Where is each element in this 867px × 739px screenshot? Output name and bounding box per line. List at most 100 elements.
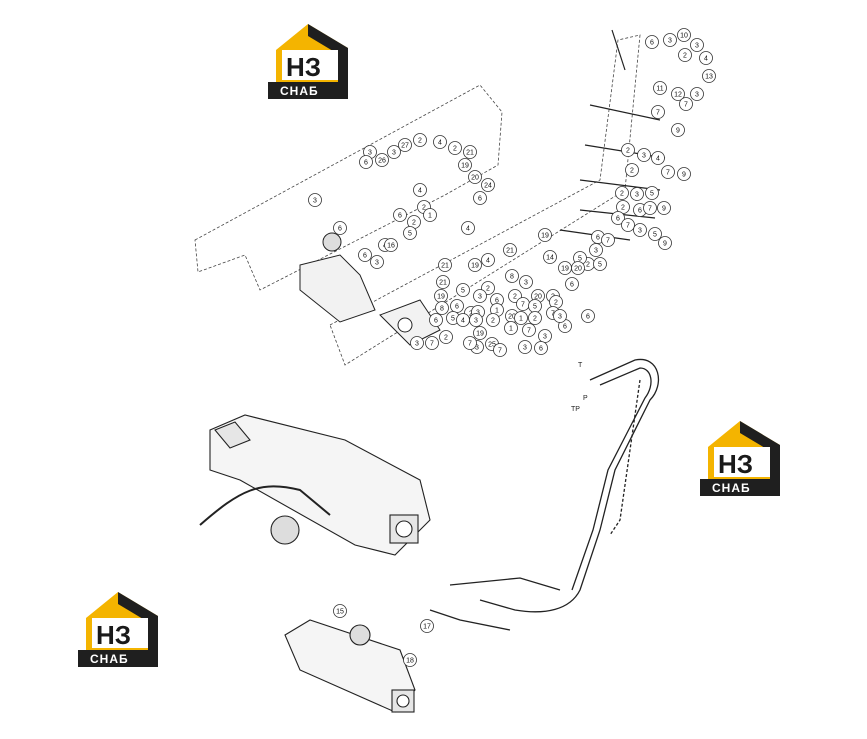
callout-circle (493, 343, 507, 357)
callout-number: 1 (519, 316, 523, 323)
callout-number: 5 (578, 256, 582, 263)
callout-bubble: 6 (429, 313, 443, 327)
callout-number: 6 (338, 226, 342, 233)
callout-circle (398, 138, 412, 152)
callout-circle (690, 87, 704, 101)
middle-beam (199, 414, 431, 556)
callout-number: 20 (508, 314, 516, 321)
callout-bubble: 4 (699, 51, 713, 65)
callout-circle (522, 323, 536, 337)
callout-layer: 3626327242211920246364212564166363103241… (308, 28, 716, 667)
callout-bubble: 5 (528, 299, 542, 313)
callout-number: 3 (635, 192, 639, 199)
callout-circle (651, 151, 665, 165)
callout-bubble: 6 (565, 277, 579, 291)
callout-number: 7 (648, 206, 652, 213)
callout-number: 9 (662, 206, 666, 213)
callout-number: 6 (363, 253, 367, 260)
callout-number: 5 (533, 304, 537, 311)
callout-circle (571, 261, 585, 275)
callout-number: 3 (368, 150, 372, 157)
callout-number: 21 (439, 280, 447, 287)
callout-circle (658, 236, 672, 250)
callout-bubble: 6 (358, 248, 372, 262)
callout-number: 3 (524, 280, 528, 287)
callout-bubble: 3 (308, 193, 322, 207)
callout-circle (645, 186, 659, 200)
callout-circle (413, 183, 427, 197)
callout-bubble: 18 (403, 653, 417, 667)
callout-number: 7 (684, 102, 688, 109)
callout-number: 2 (418, 138, 422, 145)
callout-bubble: 2 (678, 48, 692, 62)
callout-circle (621, 218, 635, 232)
callout-number: 7 (656, 110, 660, 117)
callout-bubble: 7 (601, 233, 615, 247)
callout-bubble: 19 (468, 258, 482, 272)
callout-circle (436, 275, 450, 289)
callout-bubble: 7 (522, 323, 536, 337)
callout-circle (519, 275, 533, 289)
callout-number: 6 (539, 346, 543, 353)
callout-bubble: 7 (661, 165, 675, 179)
callout-bubble: 5 (645, 186, 659, 200)
callout-circle (565, 277, 579, 291)
callout-circle (630, 187, 644, 201)
callout-bubble: 7 (679, 97, 693, 111)
callout-bubble: 3 (387, 145, 401, 159)
callout-number: 24 (484, 183, 492, 190)
callout-circle (486, 313, 500, 327)
callout-number: 6 (495, 298, 499, 305)
lower-beam (284, 619, 416, 713)
callout-circle (448, 141, 462, 155)
callout-number: 20 (574, 266, 582, 273)
callout-circle (690, 38, 704, 52)
logo-top-text: НЗ (96, 620, 131, 650)
callout-bubble: 2 (486, 313, 500, 327)
callout-bubble: 3 (663, 33, 677, 47)
callout-number: 6 (434, 318, 438, 325)
callout-circle (611, 211, 625, 225)
callout-bubble: 2 (621, 143, 635, 157)
callout-bubble: 3 (518, 340, 532, 354)
callout-bubble: 3 (589, 243, 603, 257)
callout-number: 2 (486, 286, 490, 293)
callout-circle (543, 250, 557, 264)
callout-number: 3 (415, 341, 419, 348)
upper-beam (299, 232, 441, 346)
callout-bubble: 12 (671, 87, 685, 101)
callout-bubble: 14 (543, 250, 557, 264)
callout-circle (463, 145, 477, 159)
callout-bubble: 3 (553, 309, 567, 323)
callout-circle (663, 33, 677, 47)
callout-bubble: 7 (651, 105, 665, 119)
callout-circle (653, 81, 667, 95)
callout-circle (370, 255, 384, 269)
callout-number: 4 (461, 318, 465, 325)
callout-bubble: 19 (473, 326, 487, 340)
callout-number: 6 (364, 160, 368, 167)
brand-logo: НЗ СНАБ (700, 417, 788, 497)
callout-bubble: 21 (503, 243, 517, 257)
callout-bubble: 9 (677, 167, 691, 181)
callout-number: 3 (642, 153, 646, 160)
callout-number: 11 (656, 86, 663, 93)
callout-circle (657, 201, 671, 215)
callout-bubble: 10 (677, 28, 691, 42)
callout-number: 3 (695, 43, 699, 50)
callout-circle (384, 238, 398, 252)
callout-bubble: 21 (463, 145, 477, 159)
callout-number: 3 (375, 260, 379, 267)
callout-bubble: 11 (653, 81, 667, 95)
callout-number: 10 (680, 33, 688, 40)
callout-number: 9 (663, 241, 667, 248)
callout-circle (468, 170, 482, 184)
callout-bubble: 8 (435, 301, 449, 315)
callout-number: 8 (510, 274, 514, 281)
callout-bubble: 4 (433, 135, 447, 149)
callout-circle (601, 233, 615, 247)
callout-bubble: 3 (519, 275, 533, 289)
callout-number: 2 (626, 148, 630, 155)
callout-number: 7 (430, 341, 434, 348)
